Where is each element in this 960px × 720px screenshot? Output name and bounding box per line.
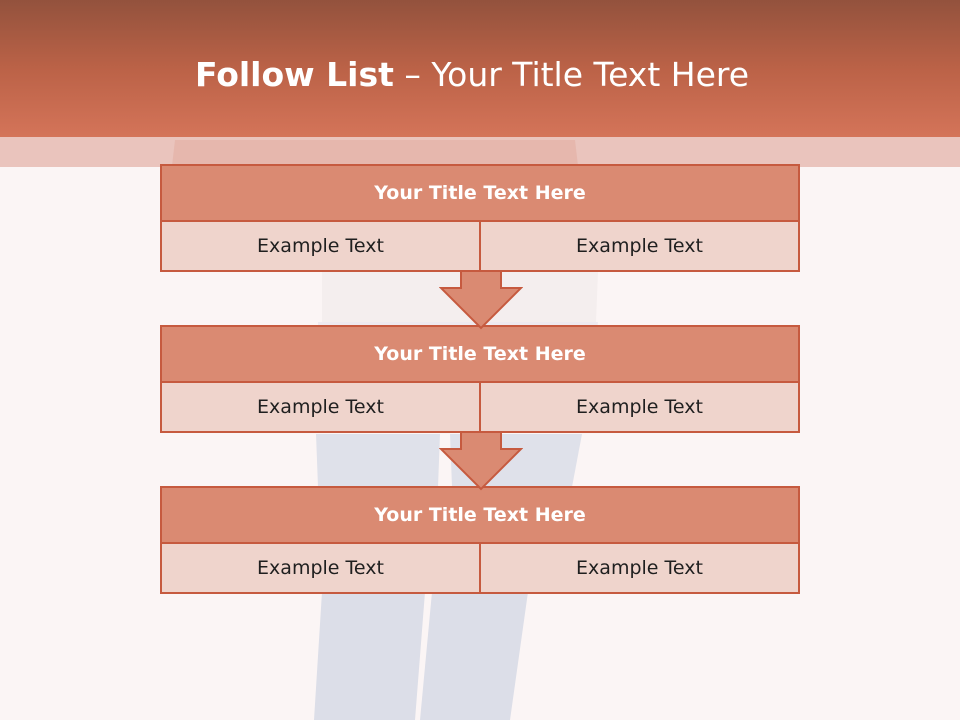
step-title: Your Title Text Here (162, 327, 798, 383)
step-box-2: Your Title Text Here Example Text Exampl… (160, 325, 800, 433)
slide-title-rest: – Your Title Text Here (393, 55, 750, 94)
step-title: Your Title Text Here (162, 166, 798, 222)
step-text-right: Example Text (479, 544, 798, 592)
slide-title-bold: Follow List (194, 55, 394, 94)
step-text-left: Example Text (257, 557, 384, 579)
step-text-right: Example Text (479, 383, 798, 431)
slide-title: Follow List – Your Title Text Here (0, 55, 944, 95)
step-title: Your Title Text Here (162, 488, 798, 544)
down-arrow-icon (439, 270, 523, 330)
down-arrow-icon (439, 431, 523, 491)
slide-header (0, 0, 960, 137)
step-text-left: Example Text (257, 235, 384, 257)
step-box-1: Your Title Text Here Example Text Exampl… (160, 164, 800, 272)
step-text-right: Example Text (479, 222, 798, 270)
step-box-3: Your Title Text Here Example Text Exampl… (160, 486, 800, 594)
step-text-left: Example Text (257, 396, 384, 418)
